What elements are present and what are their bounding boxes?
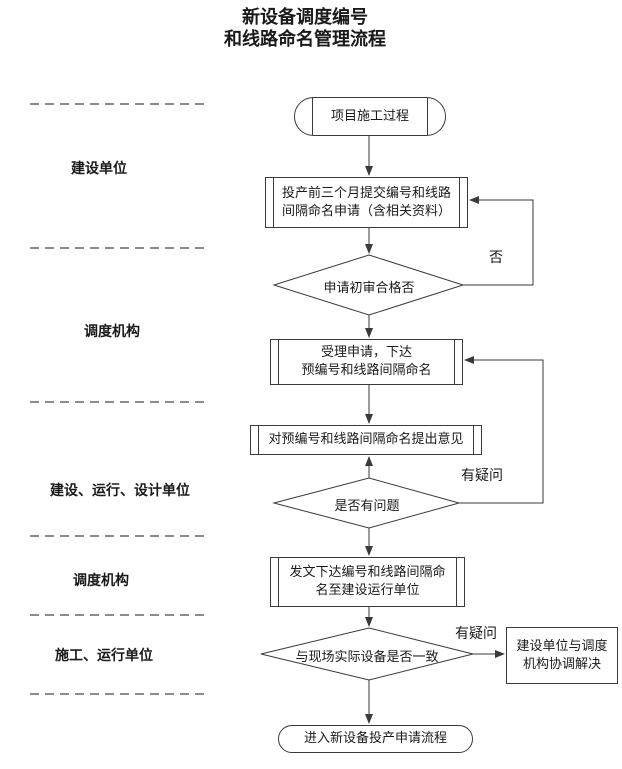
subprocess-inner-line	[258, 426, 259, 454]
decision-initial-review-label: 申请初审合格否	[323, 281, 415, 296]
lane-divider	[30, 535, 206, 537]
page-title-line1: 新设备调度编号	[242, 7, 368, 28]
lane-divider	[30, 103, 206, 105]
terminator-inner-line	[312, 98, 313, 135]
edge-label-doubt-bottom: 有疑问	[455, 626, 497, 642]
connector-no-loop	[463, 196, 534, 286]
lane-label-dispatch-agency-1: 调度机构	[84, 324, 140, 340]
issue-line1: 发文下达编号和线路间隔命	[289, 565, 446, 580]
subprocess-inner-line	[454, 340, 455, 384]
flow-box-opinion: 对预编号和线路间隔命名提出意见	[250, 425, 482, 455]
subprocess-inner-line	[273, 178, 274, 227]
resolve-line1: 建设单位与调度	[516, 638, 608, 654]
page-title: 新设备调度编号 和线路命名管理流程	[0, 7, 610, 51]
subprocess-inner-line	[459, 178, 460, 227]
flow-end-label: 进入新设备投产申请流程	[303, 731, 447, 746]
lane-divider	[30, 401, 206, 403]
accept-line2: 预编号和线路间隔命名	[301, 363, 432, 378]
lane-label-build-run-design-units: 建设、运行、设计单位	[50, 483, 190, 499]
flow-end-node: 进入新设备投产申请流程	[278, 725, 473, 753]
lane-label-construction-unit: 建设单位	[71, 161, 127, 177]
decision-has-problem-label: 是否有问题	[334, 499, 400, 514]
flow-start-node: 项目施工过程	[294, 97, 446, 136]
subprocess-inner-line	[278, 558, 279, 606]
edge-label-doubt-mid: 有疑问	[461, 468, 503, 484]
flow-box-submit-application: 投产前三个月提交编号和线路 间隔命名申请（含相关资料）	[265, 177, 468, 228]
decision-consistent-label: 与现场实际设备是否一致	[295, 650, 439, 665]
submit-line2: 间隔命名申请（含相关资料）	[281, 203, 451, 219]
resolve-line2: 机构协调解决	[522, 656, 601, 672]
issue-line2: 名至建设运行单位	[315, 583, 420, 598]
lane-label-dispatch-agency-2: 调度机构	[73, 573, 129, 589]
accept-line1: 受理申请，下达	[320, 345, 412, 360]
lane-divider	[30, 247, 206, 249]
flow-box-accept-application: 受理申请，下达 预编号和线路间隔命名	[270, 339, 463, 385]
opinion-label: 对预编号和线路间隔命名提出意见	[268, 432, 464, 447]
edge-label-no: 否	[489, 250, 503, 266]
flow-box-resolve: 建设单位与调度 机构协调解决	[506, 627, 618, 684]
terminator-inner-line	[427, 98, 428, 135]
flow-start-label: 项目施工过程	[330, 108, 409, 124]
page-title-line2: 和线路命名管理流程	[224, 29, 386, 50]
connector-doubt-loop	[459, 356, 544, 504]
lane-label-construction-run-units: 施工、运行单位	[55, 648, 153, 664]
lane-divider	[30, 693, 206, 695]
subprocess-inner-line	[473, 426, 474, 454]
subprocess-inner-line	[278, 340, 279, 384]
submit-line1: 投产前三个月提交编号和线路	[281, 185, 451, 201]
subprocess-inner-line	[456, 558, 457, 606]
lane-divider	[30, 614, 206, 616]
flow-box-issue-document: 发文下达编号和线路间隔命 名至建设运行单位	[270, 557, 465, 607]
